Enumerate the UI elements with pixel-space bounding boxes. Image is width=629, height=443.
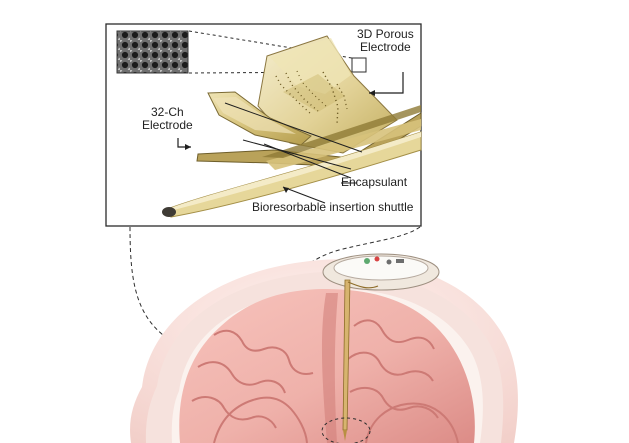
shuttle-icon xyxy=(342,279,379,441)
implant-icon xyxy=(322,253,440,291)
ch32-electrode-label-line2: Electrode xyxy=(142,118,193,132)
electrode-stack-illustration xyxy=(162,35,422,218)
target-zoom-marker xyxy=(321,417,371,443)
micrograph-callout-lines xyxy=(188,30,367,74)
porous-electrode-label-line2: Electrode xyxy=(360,40,411,54)
shuttle-tip-icon xyxy=(162,207,176,217)
porous-electrode-label: 3D Porous Electrode xyxy=(357,28,414,54)
porous-micrograph-icon xyxy=(116,30,189,74)
shuttle-label: Bioresorbable insertion shuttle xyxy=(252,200,414,214)
ch32-electrode-label: 32-Ch Electrode xyxy=(142,106,193,132)
brain-icon xyxy=(179,289,475,443)
porous-electrode-label-line1: 3D Porous xyxy=(357,27,414,41)
encapsulant-label: Encapsulant xyxy=(341,175,408,189)
ch32-electrode-label-line1: 32-Ch xyxy=(151,105,184,119)
inset-leaders xyxy=(177,72,404,204)
